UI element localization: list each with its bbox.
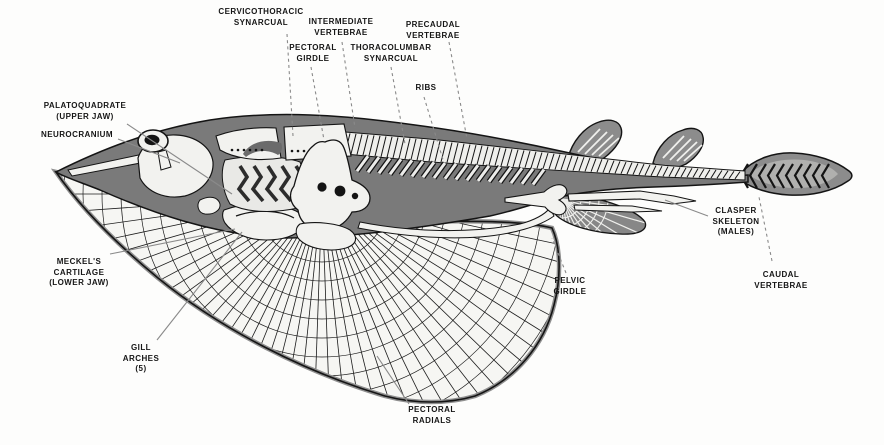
leader-meckels-cartilage bbox=[109, 228, 236, 255]
hyomandibula-shape bbox=[197, 196, 221, 215]
ribs-strips bbox=[354, 154, 547, 187]
leader-gill-arches bbox=[156, 231, 243, 341]
fin-radial-streaks bbox=[577, 128, 703, 162]
label-pectoral-girdle: PECTORAL GIRDLE bbox=[289, 43, 337, 63]
dorsal-fin-2 bbox=[652, 127, 704, 170]
leader-cervicothoracic-synarcual bbox=[286, 33, 294, 137]
label-thoracolumbar-synarcual: THORACOLUMBAR SYNARCUAL bbox=[350, 43, 432, 63]
label-neurocranium: NEUROCRANIUM bbox=[40, 130, 114, 139]
label-pelvic-girdle: PELVIC GIRDLE bbox=[553, 276, 587, 296]
label-gill-arches: GILL ARCHES (5) bbox=[122, 343, 160, 373]
label-palatoquadrate: PALATOQUADRATE (UPPER JAW) bbox=[43, 101, 127, 121]
clasper-rod-1 bbox=[567, 190, 697, 205]
pectoral-girdle-group bbox=[289, 139, 555, 251]
caudal-fin bbox=[739, 152, 853, 196]
leader-thoracolumbar-synarcual bbox=[390, 66, 406, 145]
label-clasper-skeleton: CLASPER SKELETON (MALES) bbox=[712, 206, 760, 236]
leader-caudal-vertebrae bbox=[758, 196, 773, 262]
leader-ribs bbox=[423, 96, 445, 164]
leader-neurocranium bbox=[117, 138, 181, 164]
leader-precaudal-vertebrae bbox=[448, 41, 468, 140]
label-caudal-vertebrae: CAUDAL VERTEBRAE bbox=[754, 270, 808, 290]
girdle-fenestra-2 bbox=[334, 185, 346, 197]
girdle-fenestra-1 bbox=[317, 182, 327, 192]
leader-lines bbox=[109, 33, 773, 405]
leader-pectoral-radials bbox=[376, 355, 410, 405]
label-pectoral-radials: PECTORAL RADIALS bbox=[408, 405, 456, 425]
pelvic-girdle-shape bbox=[504, 184, 568, 216]
clasper-rod-2 bbox=[573, 204, 663, 213]
label-intermediate-vertebrae: INTERMEDIATE VERTEBRAE bbox=[308, 17, 374, 37]
scapulocoracoid-shape bbox=[289, 139, 371, 231]
leader-pelvic-girdle bbox=[551, 237, 567, 274]
cervicothoracic-synarcual-plate bbox=[215, 127, 282, 161]
girdle-fenestra-3 bbox=[351, 192, 359, 200]
leader-intermediate-vertebrae bbox=[341, 41, 356, 129]
disc-fill bbox=[56, 172, 560, 402]
vertebral-column-hatch bbox=[344, 133, 741, 180]
label-ribs: RIBS bbox=[415, 83, 437, 92]
leader-clasper-skeleton bbox=[664, 199, 709, 217]
metapterygium-arc bbox=[357, 207, 555, 239]
pelvic-group bbox=[504, 184, 697, 235]
skull-group bbox=[67, 129, 305, 241]
spiracle-shape bbox=[157, 149, 172, 171]
dorsal-fins bbox=[567, 119, 704, 170]
leader-palatoquadrate bbox=[126, 123, 233, 195]
label-cervicothoracic-synarcual: CERVICOTHORACIC SYNARCUAL bbox=[218, 7, 304, 27]
label-precaudal-vertebrae: PRECAUDAL VERTEBRAE bbox=[405, 20, 461, 40]
label-meckels-cartilage: MECKEL'S CARTILAGE (LOWER JAW) bbox=[49, 257, 109, 287]
coracoid-lobe bbox=[295, 222, 357, 251]
